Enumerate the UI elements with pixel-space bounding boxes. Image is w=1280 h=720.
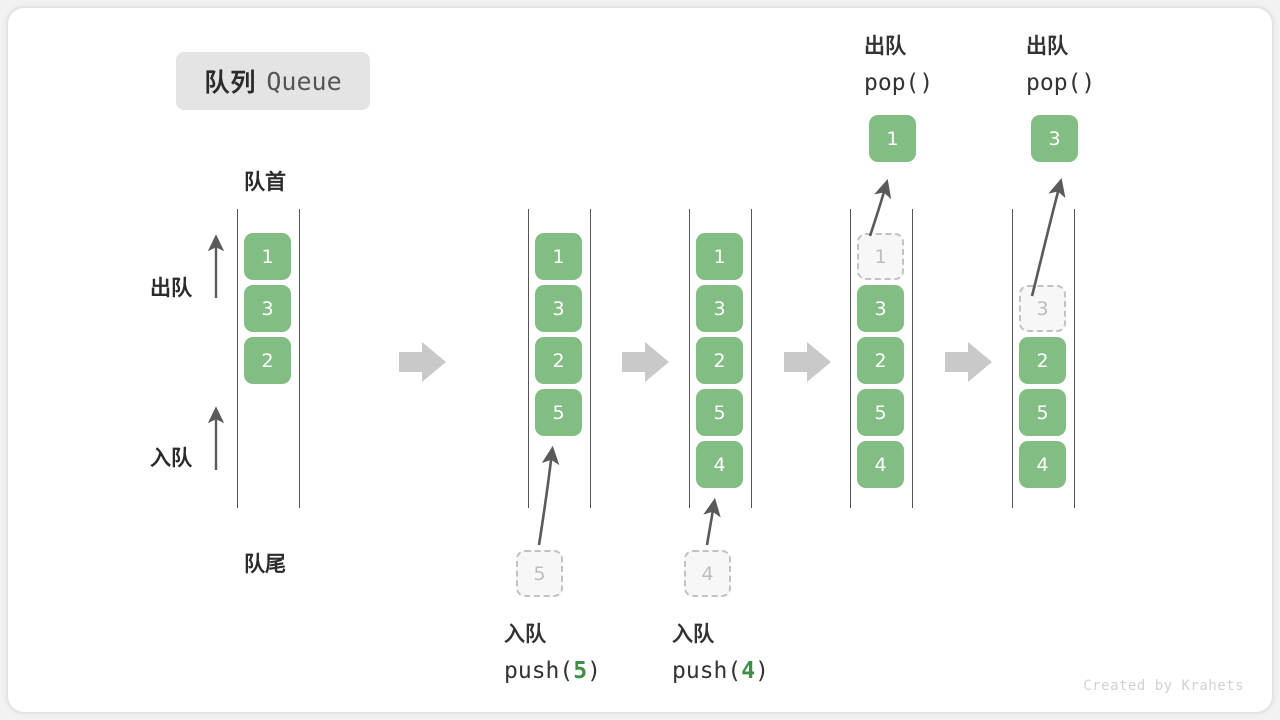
caption-code-suffix: ) [755,658,769,684]
push-4-arrow [703,497,721,546]
queue-cell: 3 [696,285,743,332]
caption-code-prefix: push( [672,658,742,684]
incoming-ghost-cell: 4 [684,550,731,597]
queue-rail-right-1 [299,209,300,508]
queue-rail-left-5 [1012,209,1013,508]
queue-rail-right-3 [751,209,752,508]
caption-cn: 入队 [504,622,546,646]
title-cn: 队列 [204,68,257,97]
queue-cell: 4 [1019,441,1066,488]
pop-1-arrow [868,179,892,237]
queue-rail-right-2 [590,209,591,508]
popped-cell: 1 [869,115,916,162]
caption-code-suffix: ) [587,658,601,684]
caption-code: pop() [1026,70,1096,96]
label-queue-back: 队尾 [244,552,286,576]
queue-cell: 1 [857,233,904,280]
caption-code: pop() [864,70,934,96]
queue-cell: 2 [696,337,743,384]
queue-rail-right-4 [912,209,913,508]
queue-rail-left-1 [237,209,238,508]
queue-cell: 2 [535,337,582,384]
label-enqueue-direction: 入队 [150,446,192,470]
caption-code: push(5) [504,658,601,684]
queue-rail-left-2 [528,209,529,508]
queue-cell: 2 [1019,337,1066,384]
flow-block-arrow [399,342,446,382]
caption-code: push(4) [672,658,769,684]
label-dequeue-direction: 出队 [150,276,192,300]
caption-pop-3: 出队 pop() [1026,28,1095,102]
queue-cell: 5 [857,389,904,436]
queue-cell: 1 [244,233,291,280]
queue-cell: 5 [535,389,582,436]
caption-push-5: 入队 push(5) [504,616,601,690]
flow-block-arrow [784,342,831,382]
queue-cell: 1 [696,233,743,280]
caption-code-value: 4 [741,658,756,684]
queue-cell: 3 [1019,285,1066,332]
queue-cell: 1 [535,233,582,280]
queue-rail-left-3 [689,209,690,508]
caption-pop-1: 出队 pop() [864,28,933,102]
queue-cell: 5 [696,389,743,436]
caption-cn: 出队 [1026,34,1068,58]
pop-3-arrow [1030,177,1066,297]
queue-cell: 5 [1019,389,1066,436]
credit-text: Created by Krahets [1083,678,1244,694]
popped-cell: 3 [1031,115,1078,162]
diagram-card: 队列 Queue 队首 队尾 出队 入队 1 3 2 1 3 2 5 5 入队 … [8,8,1272,712]
diagram-title-chip: 队列 Queue [176,52,370,110]
queue-cell: 3 [535,285,582,332]
queue-rail-left-4 [850,209,851,508]
push-5-arrow [537,445,560,546]
caption-push-4: 入队 push(4) [672,616,769,690]
queue-cell: 3 [857,285,904,332]
incoming-ghost-cell: 5 [516,550,563,597]
caption-cn: 入队 [672,622,714,646]
queue-cell: 2 [244,337,291,384]
caption-cn: 出队 [864,34,906,58]
queue-cell: 4 [696,441,743,488]
queue-cell: 3 [244,285,291,332]
queue-cell: 4 [857,441,904,488]
title-en: Queue [266,66,342,96]
flow-block-arrow [622,342,669,382]
caption-code-prefix: push( [504,658,574,684]
queue-cell: 2 [857,337,904,384]
caption-code-value: 5 [573,658,588,684]
queue-rail-right-5 [1074,209,1075,508]
arrows-overlay [207,177,1066,546]
label-queue-front: 队首 [244,170,286,194]
flow-block-arrow [945,342,992,382]
